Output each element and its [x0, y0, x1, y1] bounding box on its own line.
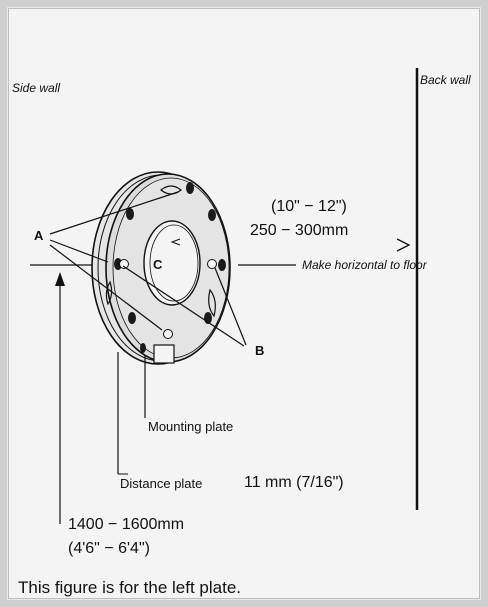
figure-panel	[8, 8, 480, 599]
leader-a-2	[49, 239, 109, 263]
gap-label: 11 mm (7/16")	[244, 474, 344, 491]
back-wall-label: Back wall	[420, 73, 471, 87]
distance-plate-label: Distance plate	[120, 476, 203, 491]
leader-b-2	[122, 265, 245, 347]
distance-mm-label: 250 − 300mm	[250, 222, 349, 239]
keyhole-slot-top	[160, 185, 182, 195]
leader-a-3	[49, 244, 163, 331]
label-b: B	[255, 343, 265, 358]
direction-arrow	[170, 238, 181, 246]
square-lug	[153, 344, 175, 364]
figure-caption: This figure is for the left plate.	[18, 578, 241, 597]
keyhole-slot-right	[208, 288, 216, 318]
leader-a-1	[49, 191, 179, 235]
distance-inch-label: (10" − 12")	[271, 198, 347, 215]
center-opening-rim	[149, 224, 199, 302]
height-arrow-head	[55, 272, 65, 286]
center-opening	[143, 220, 201, 306]
mounting-plate-label: Mounting plate	[148, 419, 234, 434]
screws	[119, 259, 217, 339]
side-wall-label: Side wall	[12, 81, 61, 95]
height-inch-label: (4'6" − 6'4")	[68, 540, 150, 557]
label-c: C	[153, 257, 163, 272]
back-wall-arrow	[396, 238, 411, 252]
label-a: A	[34, 228, 44, 243]
leader-b-1	[214, 267, 247, 346]
horizontal-label: Make horizontal to floor	[302, 258, 427, 272]
height-mm-label: 1400 − 1600mm	[68, 516, 185, 533]
